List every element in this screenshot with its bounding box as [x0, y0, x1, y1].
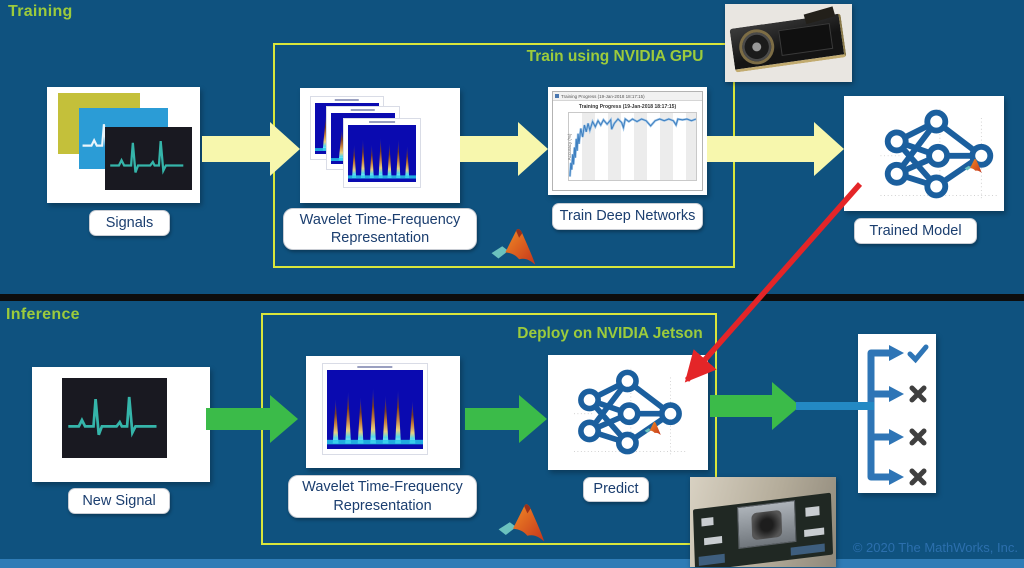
result-connector-line — [796, 402, 874, 410]
jetson-port — [698, 553, 725, 566]
gpu-fan — [740, 30, 774, 64]
nvidia-gpu-photo — [725, 4, 852, 82]
jetson-chip — [704, 536, 723, 546]
arrow-head — [814, 122, 844, 176]
scalogram-title-mark — [334, 99, 360, 101]
results-graphic — [867, 344, 929, 486]
wavelet-label-line1: Wavelet Time-Frequency — [299, 211, 461, 228]
gpu-card-body — [729, 6, 847, 73]
arrow-head — [772, 382, 800, 430]
trained-model-label-pill: Trained Model — [854, 218, 977, 244]
accuracy-curve — [569, 117, 696, 177]
jetson-chip — [805, 506, 820, 517]
jetson-board — [692, 492, 834, 567]
inference-section-label: Inference — [6, 306, 80, 323]
jetson-heatsink — [737, 500, 797, 550]
gpu-bracket — [803, 6, 836, 25]
flow-arrow-yellow-3 — [707, 122, 844, 176]
wavelet-inference-label-pill: Wavelet Time-Frequency Representation — [288, 475, 477, 518]
scalogram-image — [348, 125, 416, 182]
train-deep-networks-panel: Training Progress (19-Jan-2018 18:17:15)… — [548, 87, 707, 195]
x-icon — [909, 428, 927, 446]
flow-arrow-green-2 — [465, 395, 547, 443]
wavelet-label-line2: Representation — [333, 497, 432, 514]
scalogram-image — [327, 370, 423, 449]
window-title: Training Progress (19-Jan-2018 18:17:15) — [561, 93, 645, 99]
training-progress-window: Training Progress (19-Jan-2018 18:17:15)… — [552, 91, 703, 191]
train-deep-networks-label-pill: Train Deep Networks — [552, 203, 703, 230]
scalogram-large — [322, 363, 428, 455]
flow-arrow-yellow-2 — [460, 122, 548, 176]
neural-network-icon — [574, 368, 686, 456]
scalogram-title-mark — [369, 121, 395, 123]
new-signal-card-dark — [62, 378, 167, 458]
new-signal-label-pill: New Signal — [68, 488, 170, 514]
wavelet-label-line2: Representation — [330, 230, 430, 246]
jetson-fan — [751, 509, 783, 541]
branch-arrows — [871, 349, 889, 481]
matlab-logo-icon — [644, 421, 661, 436]
signal-card-dark — [105, 127, 192, 190]
x-icons — [909, 385, 927, 486]
trained-model-panel — [844, 96, 1004, 211]
training-progress-titlebar: Training Progress (19-Jan-2018 18:17:15) — [553, 92, 702, 101]
scalogram-title-mark — [357, 366, 393, 368]
jetson-chip — [804, 527, 825, 537]
flow-arrow-yellow-1 — [202, 122, 300, 176]
predict-label-pill: Predict — [583, 477, 649, 502]
signals-panel — [47, 87, 200, 203]
arrow-shaft — [707, 136, 814, 162]
training-section-label: Training — [8, 3, 73, 20]
arrow-head — [270, 122, 300, 176]
scalogram-title-mark — [350, 109, 376, 111]
wavelet-training-panel — [300, 88, 460, 203]
arrow-shaft — [710, 395, 772, 417]
flow-arrow-green-3 — [710, 382, 800, 430]
copyright-text: © 2020 The MathWorks, Inc. — [852, 540, 1018, 555]
jetson-port — [790, 543, 825, 556]
scalogram-thumbnail-3 — [343, 118, 421, 188]
gpu-panel — [778, 23, 834, 56]
ecg-waveform-icon — [68, 396, 157, 438]
plot-title: Training Progress (19-Jan-2018 18:17:15) — [578, 104, 677, 110]
x-icon — [909, 385, 927, 403]
arrow-head — [519, 395, 547, 443]
matlab-logo-icon — [491, 229, 536, 265]
results-panel — [858, 334, 936, 493]
check-icon — [907, 344, 929, 364]
deploy-jetson-subtitle: Deploy on NVIDIA Jetson — [517, 325, 703, 342]
arrow-head — [270, 395, 298, 443]
wavelet-training-label-pill: Wavelet Time-Frequency Representation — [283, 208, 477, 250]
branch-arrowheads — [889, 345, 904, 485]
signals-label-pill: Signals — [89, 210, 170, 236]
arrow-shaft — [206, 408, 270, 430]
section-divider — [0, 294, 1024, 301]
arrow-shaft — [465, 408, 519, 430]
neural-network-icon — [880, 109, 998, 199]
ecg-waveform-icon — [110, 141, 184, 175]
window-icon — [555, 94, 559, 98]
train-gpu-subtitle: Train using NVIDIA GPU — [526, 48, 704, 65]
arrow-head — [518, 122, 548, 176]
nvidia-jetson-photo — [690, 477, 836, 567]
wavelet-inference-panel — [306, 356, 460, 468]
flow-arrow-green-1 — [206, 395, 298, 443]
x-icon — [909, 468, 927, 486]
matlab-logo-icon — [498, 504, 545, 542]
matlab-logo-icon — [964, 158, 982, 173]
arrow-shaft — [460, 136, 518, 162]
arrow-shaft — [202, 136, 270, 162]
accuracy-plot: Accuracy (%) — [567, 112, 697, 181]
predict-panel — [548, 355, 708, 470]
footer-strip — [0, 559, 1024, 568]
wavelet-label-line1: Wavelet Time-Frequency — [302, 479, 463, 496]
new-signal-panel — [32, 367, 210, 482]
jetson-chip — [701, 517, 714, 527]
